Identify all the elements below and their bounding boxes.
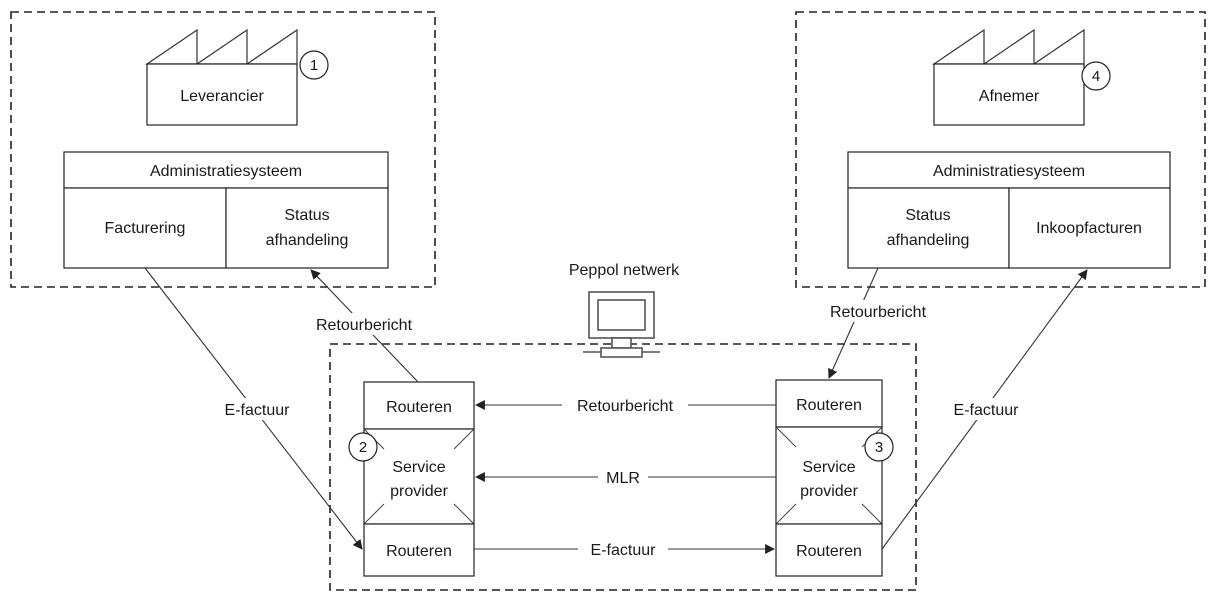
step-2-badge: 2 xyxy=(348,432,378,462)
supplier-name: Leverancier xyxy=(180,88,264,105)
svg-text:1: 1 xyxy=(310,57,318,74)
supplier-factory-icon xyxy=(145,28,298,126)
left-provider-label-1: Service xyxy=(392,459,445,476)
supplier-status-label-1: Status xyxy=(284,207,329,224)
supplier-admin-system xyxy=(63,151,389,189)
step-3-badge: 3 xyxy=(864,432,894,462)
supplier-status-label-2: afhandeling xyxy=(266,232,349,249)
network-computer-icon xyxy=(583,291,660,358)
buyer-purchase-module xyxy=(1008,187,1171,269)
supplier-admin-title: Administratiesysteem xyxy=(150,163,302,180)
network-title: Peppol netwerk xyxy=(569,262,680,279)
left-bottom-router-label: Routeren xyxy=(386,543,452,560)
right-access-point xyxy=(775,379,883,577)
supplier-boundary xyxy=(10,11,436,288)
svg-text:2: 2 xyxy=(359,439,367,456)
left-provider-label-2: provider xyxy=(390,483,448,500)
step-4-badge: 4 xyxy=(1081,61,1111,91)
supplier-invoice-arrow-label: E-factuur xyxy=(225,402,291,419)
left-top-router-label: Routeren xyxy=(386,399,452,416)
svg-text:4: 4 xyxy=(1092,68,1100,85)
right-provider-label-2: provider xyxy=(800,483,858,500)
supplier-return-arrow-label: Retourbericht xyxy=(316,317,413,334)
buyer-boundary xyxy=(795,11,1206,288)
right-provider-label-1: Service xyxy=(802,459,855,476)
buyer-invoice-arrow-label: E-factuur xyxy=(954,402,1020,419)
buyer-return-arrow-label: Retourbericht xyxy=(830,304,927,321)
buyer-status-label-2: afhandeling xyxy=(887,232,970,249)
right-bottom-router-label: Routeren xyxy=(796,543,862,560)
ap-invoice-arrow-label: E-factuur xyxy=(591,542,657,559)
buyer-admin-title: Administratiesysteem xyxy=(933,163,1085,180)
step-1-badge: 1 xyxy=(299,50,329,80)
left-access-point xyxy=(363,381,475,577)
ap-mlr-arrow-label: MLR xyxy=(606,470,640,487)
buyer-return-arrow xyxy=(828,267,879,379)
supplier-status-module xyxy=(225,187,389,269)
right-top-router-label: Routeren xyxy=(796,397,862,414)
buyer-status-label-1: Status xyxy=(905,207,950,224)
supplier-invoicing-label: Facturering xyxy=(105,220,186,237)
svg-text:3: 3 xyxy=(875,439,883,456)
ap-return-arrow-label: Retourbericht xyxy=(577,398,674,415)
buyer-status-module xyxy=(847,187,1010,269)
buyer-purchase-label: Inkoopfacturen xyxy=(1036,220,1142,237)
buyer-factory-icon xyxy=(932,28,1085,126)
buyer-name: Afnemer xyxy=(979,88,1040,105)
